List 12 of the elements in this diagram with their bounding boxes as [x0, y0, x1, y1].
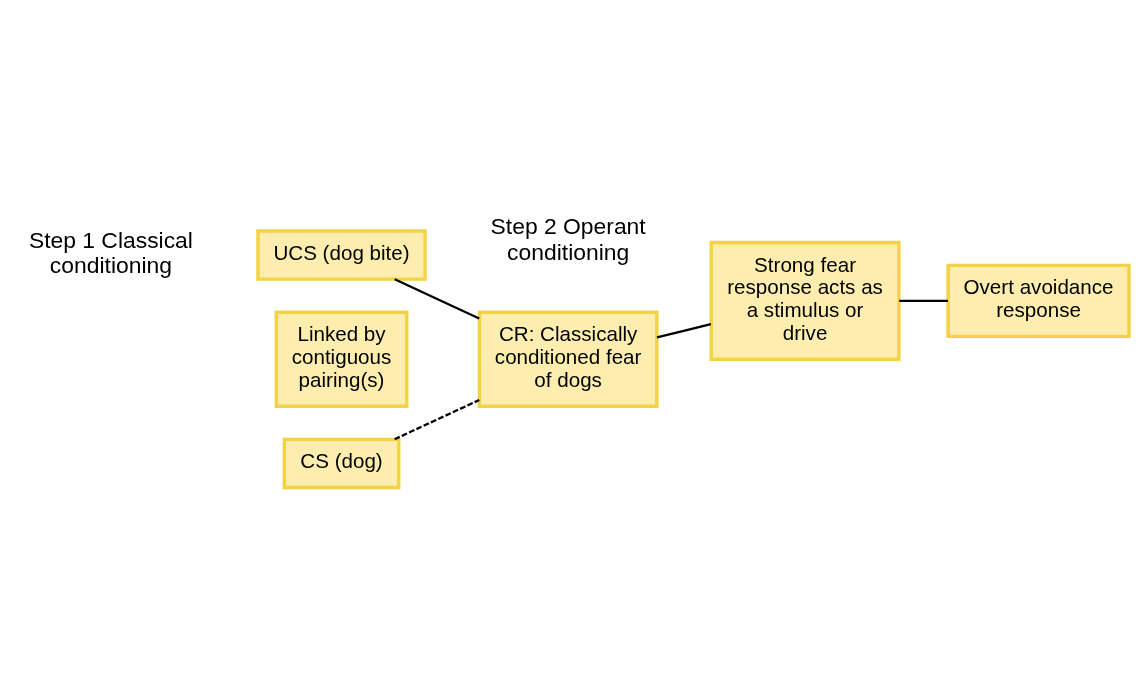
node-box: UCS (dog bite)	[256, 228, 427, 281]
connector	[394, 277, 480, 319]
node-box: Strong fear response acts as a stimulus or drive	[709, 240, 901, 361]
label: Step 1 Classical conditioning	[28, 226, 193, 278]
node-box: Linked by contiguous pairing(s)	[274, 310, 409, 408]
connector	[899, 299, 948, 302]
label: Step 2 Operant conditioning	[490, 212, 646, 265]
node-box: CR: Classically conditioned fear of dogs	[477, 310, 659, 408]
connector	[656, 322, 712, 339]
node-box: CS (dog)	[282, 437, 401, 489]
connector	[394, 398, 480, 440]
node-box: Overt avoidance response	[946, 263, 1131, 338]
